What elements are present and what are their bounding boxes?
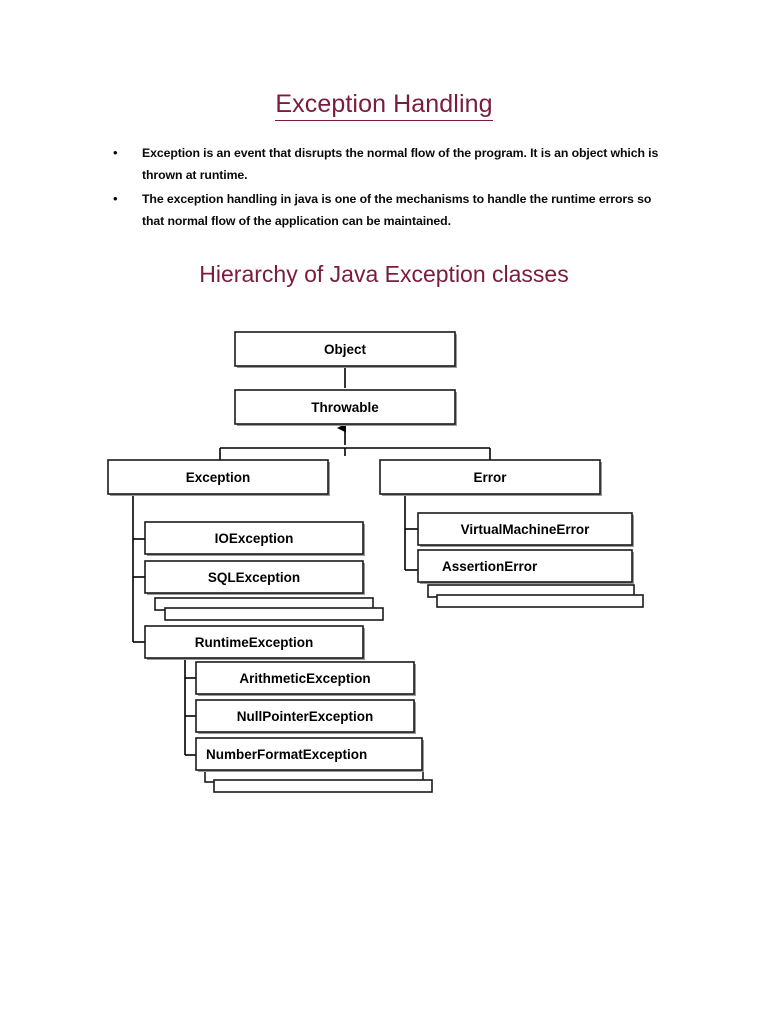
node-nullpointerexception-label: NullPointerException xyxy=(237,709,374,724)
node-object[interactable]: Object xyxy=(234,331,457,368)
node-throwable-label: Throwable xyxy=(311,400,379,415)
node-virtualmachineerror-label: VirtualMachineError xyxy=(461,522,591,537)
list-item: • Exception is an event that disrupts th… xyxy=(110,142,670,186)
node-numberformatexception[interactable]: NumberFormatException xyxy=(195,737,424,772)
node-error[interactable]: Error xyxy=(379,459,602,496)
intro-bullet-list: • Exception is an event that disrupts th… xyxy=(110,142,670,234)
node-object-label: Object xyxy=(324,342,367,357)
node-sqlexception[interactable]: SQLException xyxy=(144,560,365,595)
node-ioexception-label: IOException xyxy=(215,531,294,546)
node-runtimeexception-label: RuntimeException xyxy=(195,635,314,650)
page-title: Exception Handling xyxy=(0,90,768,121)
node-nullpointerexception[interactable]: NullPointerException xyxy=(195,699,416,734)
node-exception-label: Exception xyxy=(186,470,251,485)
edge-exception-children xyxy=(132,495,145,643)
node-arithmeticexception-label: ArithmeticException xyxy=(239,671,370,686)
node-exception[interactable]: Exception xyxy=(107,459,330,496)
edge-exception-error-throwable xyxy=(219,423,491,462)
node-virtualmachineerror[interactable]: VirtualMachineError xyxy=(417,512,634,547)
node-numberformatexception-label: NumberFormatException xyxy=(206,747,367,762)
exception-hierarchy-diagram: Object Throwable Exception Error xyxy=(0,320,768,810)
list-item: • The exception handling in java is one … xyxy=(110,188,670,232)
stack-under-numberformatexception xyxy=(204,769,433,793)
page-title-text: Exception Handling xyxy=(275,90,493,121)
section-heading: Hierarchy of Java Exception classes xyxy=(199,261,569,287)
bullet-text: The exception handling in java is one of… xyxy=(142,192,652,228)
node-runtimeexception[interactable]: RuntimeException xyxy=(144,625,365,660)
node-arithmeticexception[interactable]: ArithmeticException xyxy=(195,661,416,696)
edge-runtimeexception-children xyxy=(184,660,196,756)
bullet-text: Exception is an event that disrupts the … xyxy=(142,146,659,182)
node-sqlexception-label: SQLException xyxy=(208,570,300,585)
stack-under-assertionerror xyxy=(427,584,644,608)
node-throwable[interactable]: Throwable xyxy=(234,389,457,426)
node-error-label: Error xyxy=(473,470,507,485)
edge-error-children xyxy=(404,495,418,571)
node-ioexception[interactable]: IOException xyxy=(144,521,365,556)
node-assertionerror-label: AssertionError xyxy=(442,559,538,574)
bullet-marker-icon: • xyxy=(113,145,118,160)
stack-under-sqlexception xyxy=(154,597,384,621)
node-assertionerror[interactable]: AssertionError xyxy=(417,549,634,584)
bullet-marker-icon: • xyxy=(113,191,118,206)
